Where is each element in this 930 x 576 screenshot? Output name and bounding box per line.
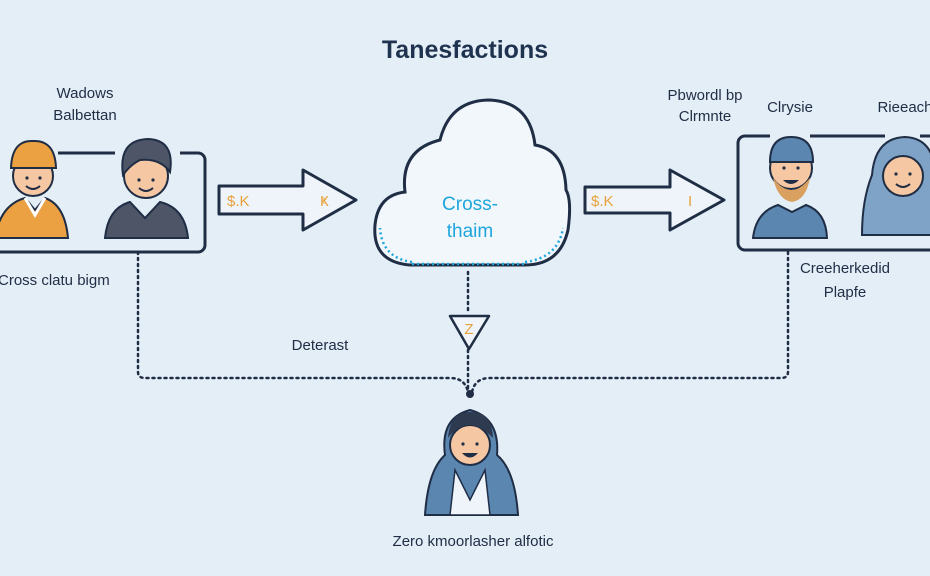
arrow-right-label-start: $.K	[591, 193, 614, 210]
cloud-icon: Cross- thaim	[373, 98, 572, 267]
cloud-label-2: thaim	[447, 221, 493, 242]
junction-dot	[466, 390, 474, 398]
arrow-left-label-end: Ҝ	[320, 193, 329, 210]
right-person-1-label: Clrysie	[767, 99, 813, 116]
left-group-caption: Cross clatu bigm	[0, 272, 110, 289]
bottom-caption: Zero kmoorlasher alfotic	[393, 533, 554, 550]
right-group: Pbwordl bp Clrmnte Clrysie Rieeach Creeh…	[667, 87, 930, 301]
arrow-left-label-start: $.K	[227, 193, 250, 210]
right-person-2-label: Rieeach	[877, 99, 930, 116]
left-group-box	[0, 151, 207, 254]
right-group-label-2: Clrmnte	[679, 108, 732, 125]
arrow-right-label-end: I	[688, 193, 692, 210]
connector-left	[136, 250, 470, 394]
left-group-label-1: Wadows	[57, 85, 114, 102]
person-bottom-icon	[423, 408, 520, 516]
left-group-label-2: Balbettan	[53, 107, 116, 124]
diagram-title: Tanesfactions	[382, 36, 548, 64]
cloud-label-1: Cross-	[442, 194, 498, 215]
middle-side-label: Deterast	[292, 337, 350, 354]
triangle-marker-icon: Z	[448, 314, 491, 351]
arrow-cloud-to-right: $.K I	[583, 168, 726, 232]
right-group-caption-2: Plapfe	[824, 284, 867, 301]
person-bearded-icon	[751, 135, 829, 239]
right-group-caption-1: Creeherkedid	[800, 260, 890, 277]
person-dark-icon	[103, 137, 190, 239]
dotted-connectors	[136, 250, 790, 394]
right-group-box	[736, 134, 930, 252]
connector-right	[470, 250, 790, 394]
person-hooded-icon	[860, 135, 930, 236]
left-group: Wadows Balbettan Cross clatu bigm	[0, 85, 207, 289]
triangle-label: Z	[464, 321, 473, 338]
right-group-label-1: Pbwordl bp	[667, 87, 742, 104]
arrow-left-to-cloud: $.K Ҝ	[217, 168, 358, 232]
person-orange-icon	[0, 139, 70, 239]
